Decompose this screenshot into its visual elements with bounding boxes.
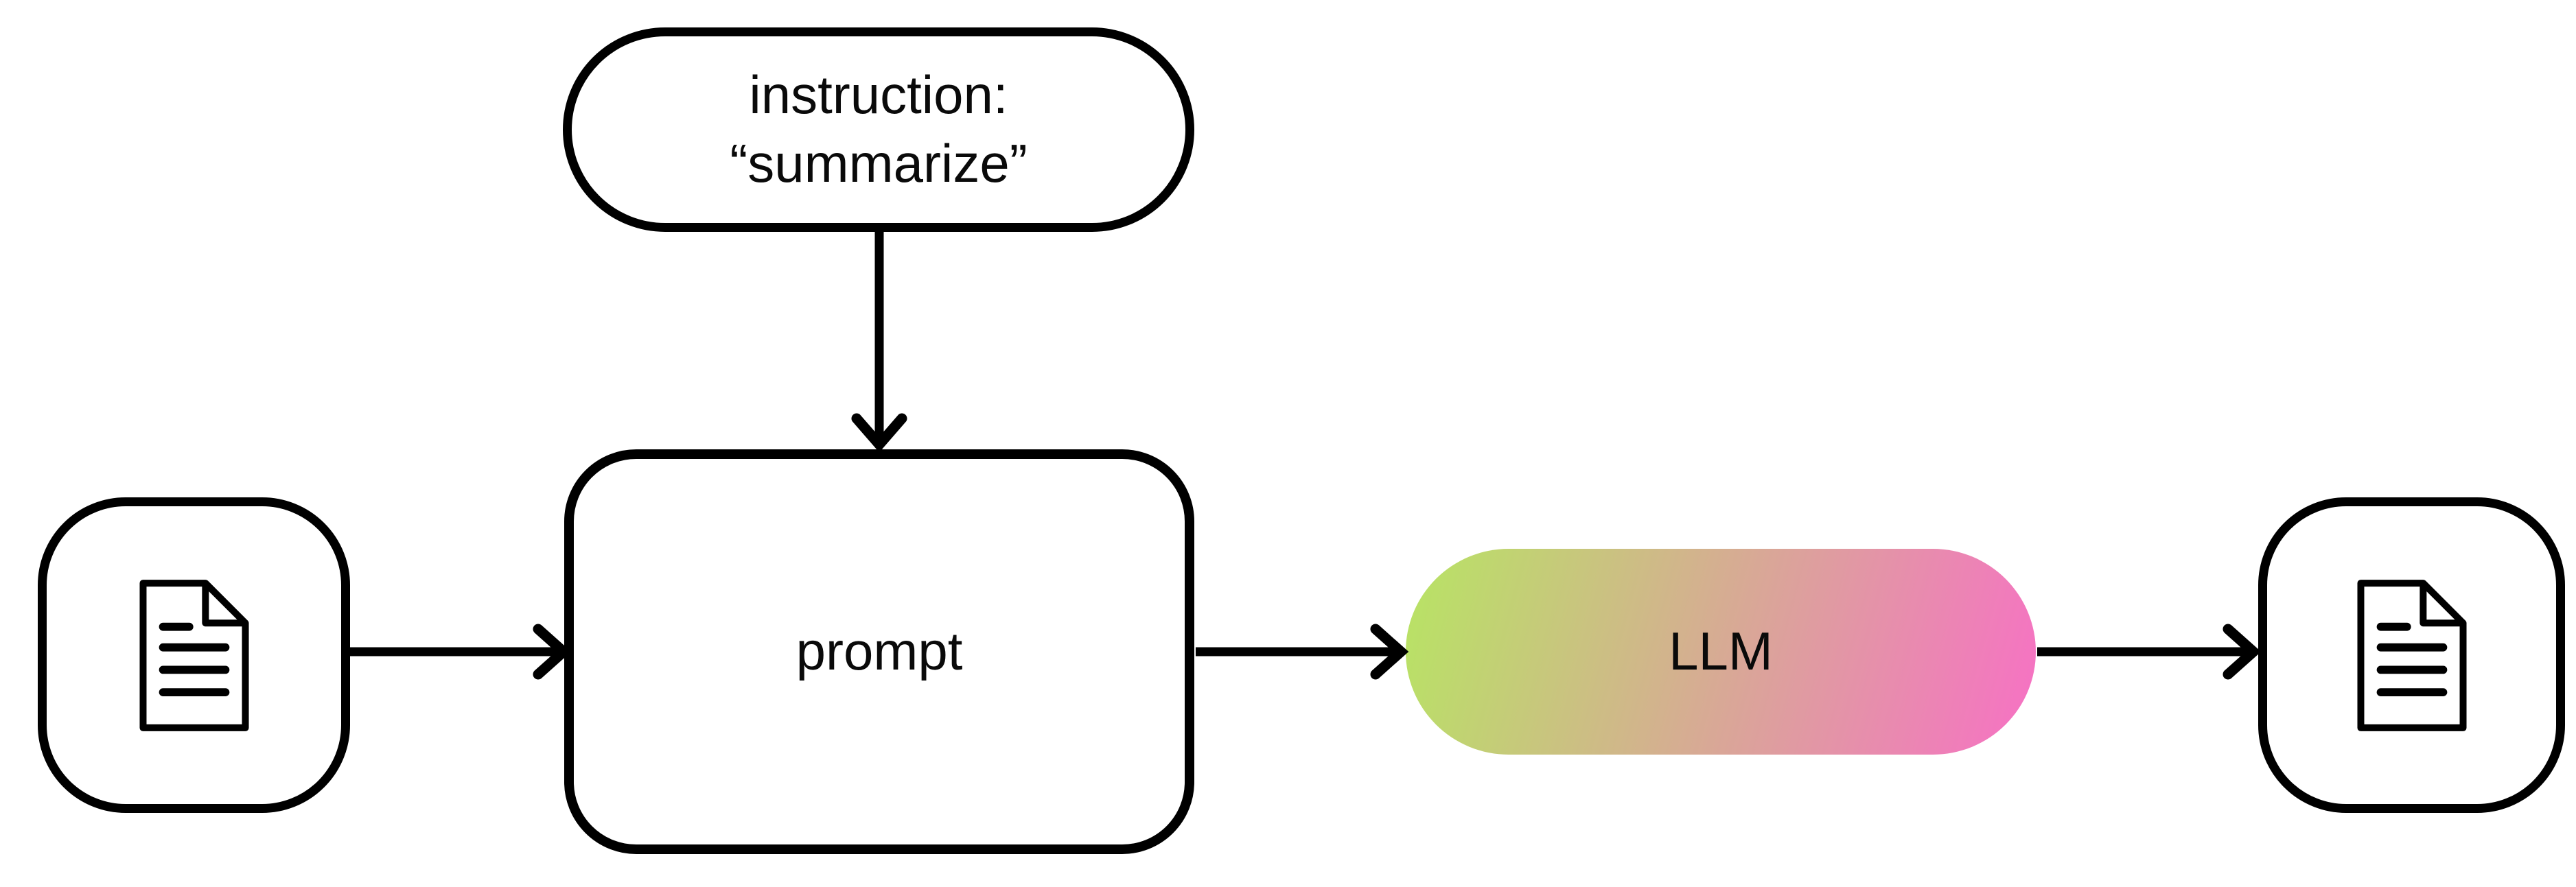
instruction-label: instruction: “summarize” [730, 61, 1027, 198]
input-document-node [38, 497, 350, 813]
arrowhead-icon [533, 624, 572, 680]
arrow-instruction-to-prompt [851, 232, 907, 453]
arrow-prompt-to-llm [1196, 624, 1409, 680]
prompt-node: prompt [564, 449, 1194, 854]
arrowhead-icon [851, 413, 907, 453]
document-icon [2356, 579, 2467, 731]
arrow-input-to-prompt [347, 624, 572, 680]
instruction-node: instruction: “summarize” [563, 27, 1194, 232]
document-icon [139, 579, 249, 731]
llm-label: LLM [1669, 621, 1773, 682]
arrowhead-icon [2223, 624, 2262, 680]
arrow-llm-to-output [2037, 624, 2262, 680]
arrowhead-icon [1370, 624, 1409, 680]
instruction-label-line2: “summarize” [730, 133, 1028, 193]
output-document-node [2258, 497, 2565, 813]
llm-node: LLM [1406, 549, 2036, 755]
instruction-label-line1: instruction: [749, 64, 1008, 126]
prompt-label: prompt [796, 621, 963, 682]
